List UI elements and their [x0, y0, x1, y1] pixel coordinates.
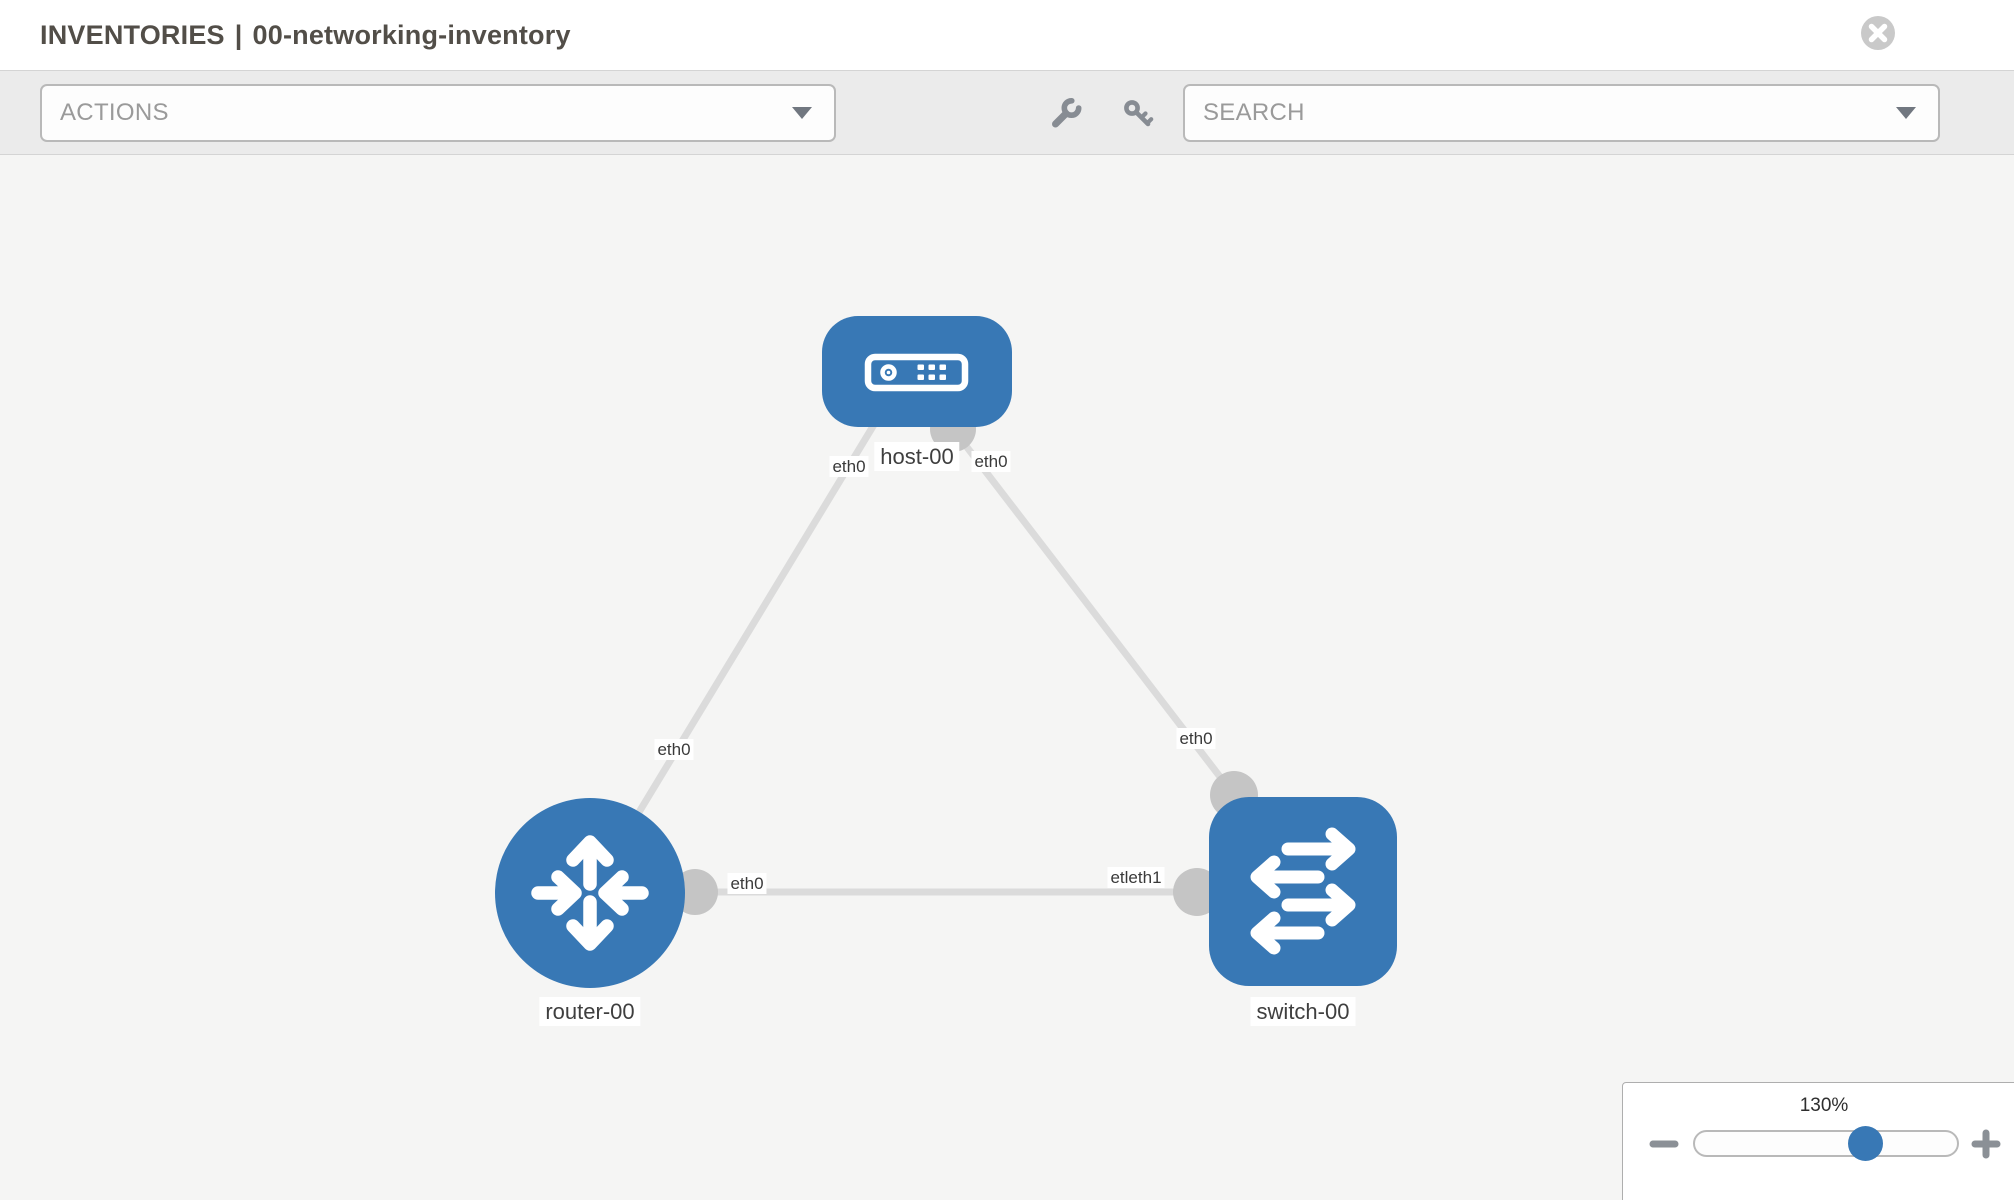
topology-canvas[interactable]: host-00 router-00 switch-00 eth0 eth0 et…: [0, 155, 2014, 1200]
node-label-switch: switch-00: [1250, 997, 1356, 1026]
switch-node-shape: [1209, 797, 1397, 986]
host-node-shape: [822, 316, 1012, 427]
wrench-icon: [1052, 98, 1082, 128]
node-label-host: host-00: [874, 442, 960, 471]
interface-label: eth0: [1176, 728, 1216, 749]
zoom-slider-track[interactable]: [1693, 1126, 1959, 1161]
host-icon: [864, 353, 969, 392]
zoom-slider-thumb[interactable]: [1848, 1126, 1883, 1161]
interface-label: eth0: [829, 456, 869, 477]
breadcrumb-separator: |: [234, 19, 243, 50]
router-node-shape: [495, 798, 685, 988]
interface-label: etleth1: [1107, 867, 1165, 888]
topology-graph: [495, 316, 1397, 988]
interface-label: eth0: [971, 451, 1011, 472]
search-dropdown-label: SEARCH: [1203, 99, 1305, 126]
actions-dropdown-label: ACTIONS: [60, 99, 169, 126]
zoom-level-label: 130%: [1799, 1095, 1849, 1116]
actions-dropdown[interactable]: ACTIONS: [40, 84, 836, 142]
topology-links: [587, 421, 1303, 896]
header: INVENTORIES | 00-networking-inventory: [0, 0, 2014, 71]
switch-icon: [1250, 827, 1356, 955]
node-switch[interactable]: [1209, 797, 1397, 986]
node-router[interactable]: [495, 798, 685, 988]
close-icon: [1861, 16, 1895, 50]
breadcrumb-inventory-name: 00-networking-inventory: [252, 19, 571, 50]
interface-label: eth0: [654, 739, 694, 760]
toolbar: ACTIONS SEARCH: [0, 71, 2014, 155]
hotkeys-button[interactable]: [1119, 96, 1159, 136]
plus-icon: [1971, 1129, 2001, 1159]
manual-toolbox-button[interactable]: [1045, 96, 1085, 136]
search-dropdown[interactable]: SEARCH: [1183, 84, 1940, 142]
zoom-in-button[interactable]: [1968, 1126, 2004, 1162]
breadcrumb-section: INVENTORIES: [40, 19, 225, 50]
node-label-router: router-00: [539, 997, 641, 1026]
router-icon: [531, 835, 649, 951]
node-host[interactable]: [822, 316, 1012, 427]
breadcrumb: INVENTORIES | 00-networking-inventory: [40, 0, 581, 70]
interface-connectors: [672, 406, 1258, 916]
close-button[interactable]: [1861, 16, 1895, 50]
chevron-down-icon: [1896, 107, 1916, 119]
zoom-panel: 130%: [1622, 1082, 2014, 1200]
zoom-out-button[interactable]: [1646, 1126, 1682, 1162]
chevron-down-icon: [792, 107, 812, 119]
interface-label: eth0: [727, 873, 767, 894]
key-icon: [1124, 100, 1154, 127]
minus-icon: [1649, 1140, 1679, 1148]
